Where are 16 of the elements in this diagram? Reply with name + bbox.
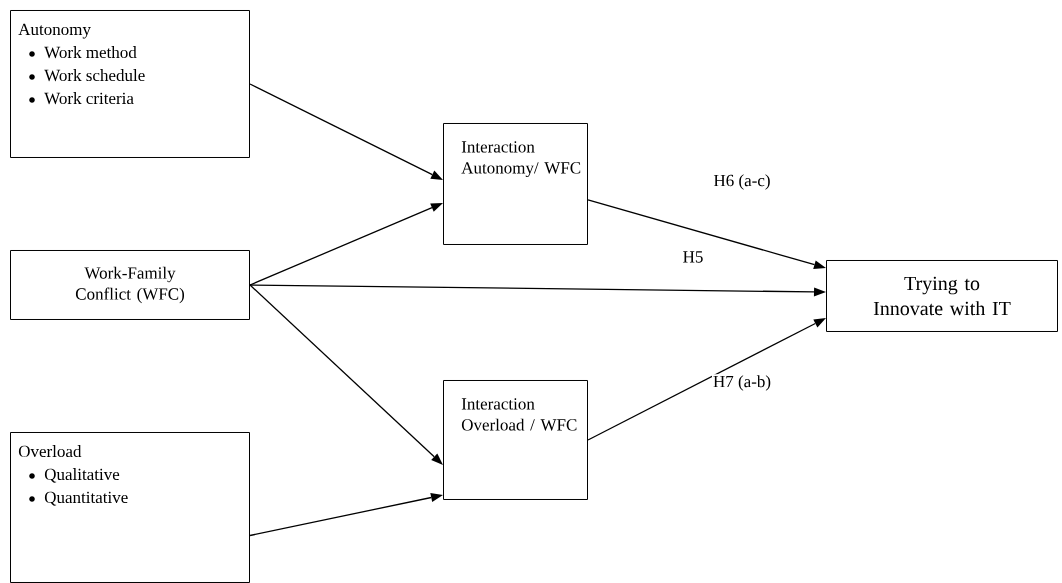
edge-label: H6 (a-c) <box>712 173 772 191</box>
arrow <box>249 284 443 465</box>
arrow <box>249 83 443 180</box>
concept-box: Autonomy Work method Work schedule Work criteria <box>10 10 250 158</box>
arrow <box>249 203 443 286</box>
edge-label: H7 (a-b) <box>712 374 773 392</box>
concept-box: Overload Qualitative Quantitative <box>10 432 250 583</box>
edge-label: H5 <box>681 250 705 264</box>
arrow <box>249 284 826 297</box>
concept-box: Interaction Autonomy/ WFC <box>443 123 588 245</box>
arrow <box>587 199 826 269</box>
concept-box: Interaction Overload / WFC <box>443 380 588 500</box>
concept-box: Trying to Innovate with IT <box>826 260 1058 332</box>
arrow <box>249 493 443 537</box>
concept-box: Work-Family Conflict (WFC) <box>10 250 250 320</box>
arrow <box>587 318 826 441</box>
